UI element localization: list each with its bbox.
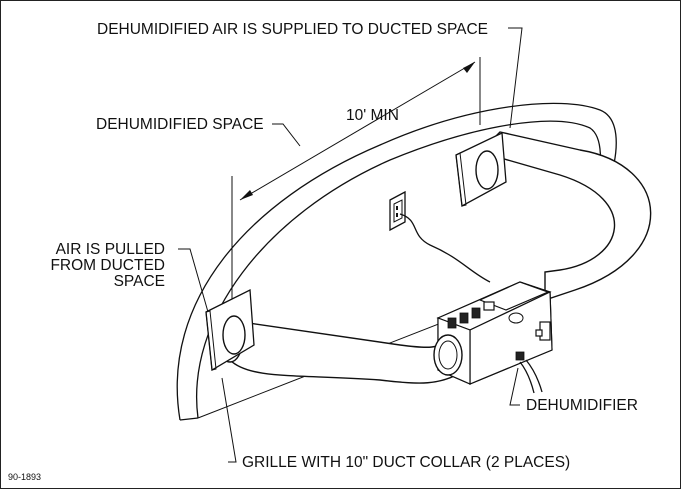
- dehumidifier-unit: [433, 281, 553, 394]
- duct-pipe: [216, 131, 652, 384]
- grille-left: [205, 288, 255, 372]
- label-dehumidified-space: DEHUMIDIFIED SPACE: [96, 116, 264, 133]
- grille-right: [455, 132, 507, 208]
- label-grille: GRILLE WITH 10" DUCT COLLAR (2 PLACES): [242, 454, 570, 471]
- label-air-pulled-1: AIR IS PULLED: [56, 241, 165, 258]
- label-10ft-min: 10' MIN: [346, 107, 399, 124]
- wall-outlet: [389, 190, 491, 283]
- label-air-pulled-3: SPACE: [114, 273, 165, 290]
- label-dehumidifier: DEHUMIDIFIER: [526, 397, 638, 414]
- figure-id: 90-1893: [8, 472, 41, 482]
- dimension-10ft: [231, 57, 481, 320]
- leader-lines: [178, 27, 523, 463]
- label-air-pulled-2: FROM DUCTED: [50, 257, 165, 274]
- label-supplied-air: DEHUMIDIFIED AIR IS SUPPLIED TO DUCTED S…: [97, 21, 488, 38]
